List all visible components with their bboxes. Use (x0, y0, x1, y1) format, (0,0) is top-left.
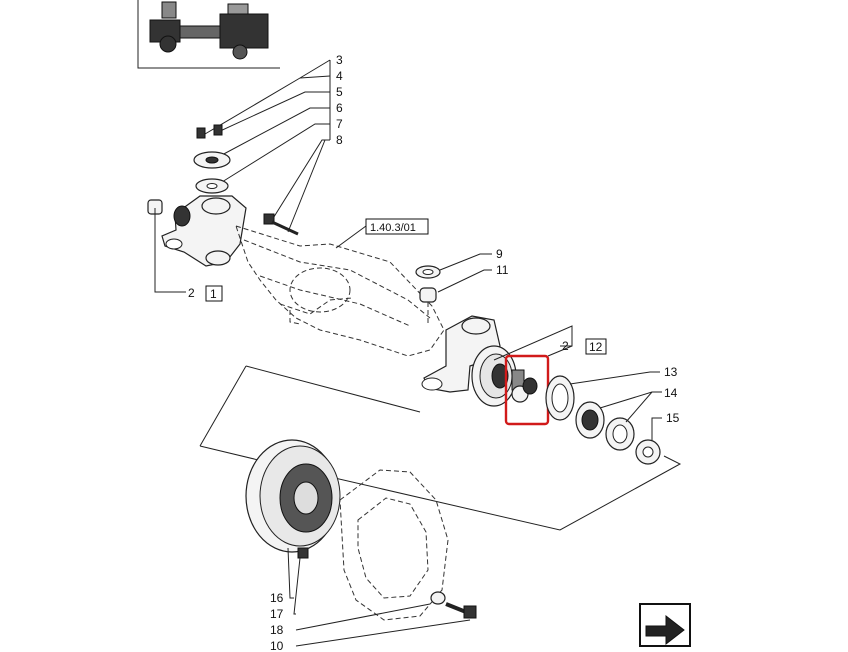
callout-leader-9 (439, 253, 492, 271)
callout-leader-18 (295, 603, 431, 631)
callout-leader-10 (295, 619, 471, 647)
callout-16: 16 (270, 591, 284, 605)
callout-leader-2a (154, 208, 186, 293)
callout-leader-17 (293, 557, 301, 615)
reference-label: 1.40.3/01 (370, 222, 416, 234)
axle-housing-dashed (235, 225, 445, 357)
callout-14: 14 (664, 386, 678, 400)
left-steering-knuckle (147, 195, 247, 267)
callout-9: 9 (496, 247, 503, 261)
callout-4: 4 (336, 69, 343, 83)
right-steering-knuckle (421, 315, 517, 407)
callout-leader-14 (599, 391, 662, 409)
callout-3: 3 (336, 53, 343, 67)
wheel-hub (245, 439, 341, 559)
callout-box-12 (585, 338, 607, 355)
callout-leader-15 (651, 417, 662, 440)
callout-box-1-label: 1 (210, 287, 217, 301)
upper-pivot-parts (193, 124, 299, 236)
callout-18: 18 (270, 623, 284, 637)
seal-parts (415, 265, 441, 326)
callout-15: 15 (666, 411, 680, 425)
callout-box-1 (205, 285, 223, 302)
callout-11: 11 (496, 263, 509, 277)
reference-box (365, 218, 429, 235)
reference-leader (335, 225, 367, 249)
callout-5: 5 (336, 85, 343, 99)
callout-6: 6 (336, 101, 343, 115)
bearing-stack (545, 375, 661, 465)
callout-leaders-top (204, 59, 331, 233)
wheel-rim-dashed (339, 469, 449, 621)
callout-leader-2b (493, 325, 573, 361)
next-page-arrow-icon[interactable] (639, 603, 691, 647)
callout-8: 8 (336, 133, 343, 147)
callout-10: 10 (270, 639, 284, 652)
overview-thumbnail (137, 0, 280, 69)
callout-leader-16 (287, 547, 294, 599)
wheel-bolt (430, 591, 477, 619)
callout-box-12-label: 12 (589, 340, 603, 354)
callout-leader-11 (437, 269, 492, 293)
callout-7: 7 (336, 117, 343, 131)
callout-2-right: 2 (562, 339, 569, 353)
callout-2-left: 2 (188, 286, 195, 300)
callout-17: 17 (270, 607, 284, 621)
callout-13: 13 (664, 365, 678, 379)
callout-leader-13 (569, 371, 660, 385)
